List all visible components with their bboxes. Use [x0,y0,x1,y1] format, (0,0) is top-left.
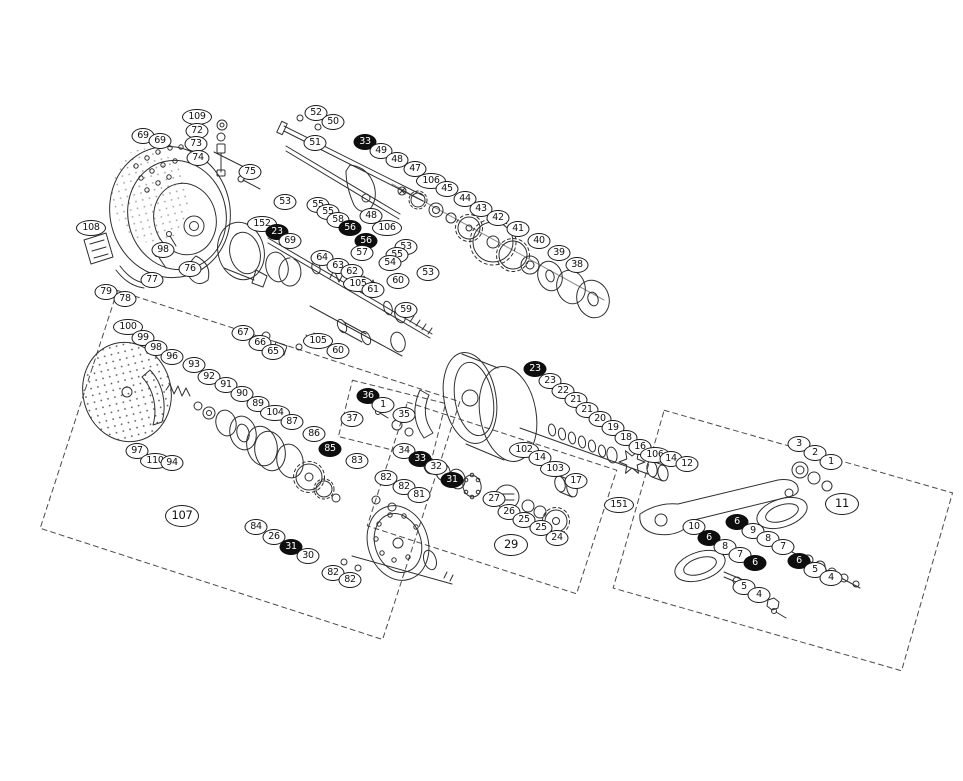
callout-54: 54 [378,255,402,271]
callout-59: 59 [394,302,418,318]
callout-47: 47 [403,161,427,177]
callout-38: 38 [565,257,589,273]
callout-79: 79 [94,284,118,300]
callout-31: 31 [440,472,464,488]
callout-42: 42 [486,210,510,226]
callout-12: 12 [675,456,699,472]
callout-50: 50 [321,114,345,130]
callout-39: 39 [547,245,571,261]
callout-83: 83 [345,453,369,469]
callout-30: 30 [296,548,320,564]
callout-60: 60 [386,273,410,289]
callout-151: 151 [604,497,634,513]
callout-53: 53 [416,265,440,281]
callout-11: 11 [825,493,859,515]
callout-23: 23 [523,361,547,377]
callout-25: 25 [529,520,553,536]
callout-45: 45 [435,181,459,197]
callout-4: 4 [747,587,771,603]
callout-87: 87 [280,414,304,430]
callout-107: 107 [165,505,199,527]
callout-1: 1 [371,397,395,413]
callout-32: 32 [424,459,448,475]
spare-spool [340,495,454,585]
callout-82: 82 [338,572,362,588]
callout-81: 81 [407,487,431,503]
callout-74: 74 [186,150,210,166]
callout-27: 27 [482,491,506,507]
callout-52: 52 [304,105,328,121]
callout-10: 10 [682,519,706,535]
callout-57: 57 [350,245,374,261]
callout-17: 17 [564,473,588,489]
callout-69: 69 [148,133,172,149]
callout-6: 6 [743,555,767,571]
callout-78: 78 [113,291,137,307]
callout-53: 53 [273,194,297,210]
callout-4: 4 [819,570,843,586]
callout-24: 24 [545,530,569,546]
callout-44: 44 [453,191,477,207]
callout-96: 96 [160,349,184,365]
callout-103: 103 [540,461,570,477]
callout-61: 61 [361,282,385,298]
callout-7: 7 [771,539,795,555]
callout-86: 86 [302,426,326,442]
callout-76: 76 [178,261,202,277]
callout-105: 105 [303,333,333,349]
callout-108: 108 [76,220,106,236]
callout-43: 43 [469,201,493,217]
main-spool [442,351,669,482]
callout-40: 40 [527,233,551,249]
callout-90: 90 [230,386,254,402]
callout-48: 48 [385,152,409,168]
brake-unit [82,341,341,503]
callout-84: 84 [244,519,268,535]
callout-94: 94 [160,455,184,471]
callout-35: 35 [392,407,416,423]
callout-77: 77 [140,272,164,288]
callout-106: 106 [372,220,402,236]
callout-85: 85 [318,441,342,457]
callout-51: 51 [303,135,327,151]
callout-98: 98 [151,242,175,258]
callout-65: 65 [261,344,285,360]
callout-60: 60 [326,343,350,359]
callout-41: 41 [506,221,530,237]
callout-67: 67 [231,325,255,341]
callout-37: 37 [340,411,364,427]
callout-93: 93 [182,357,206,373]
callout-69: 69 [278,233,302,249]
callout-56: 56 [338,220,362,236]
callout-1: 1 [819,454,843,470]
assembly-boundary-boxes [39,289,954,672]
callout-26: 26 [262,529,286,545]
callout-75: 75 [238,164,262,180]
callout-82: 82 [374,470,398,486]
frame-drum [109,144,255,281]
callout-31: 31 [279,539,303,555]
side-plate-cluster [217,221,302,288]
callout-29: 29 [494,534,528,556]
callout-48: 48 [359,208,383,224]
spool-support-arm [414,389,434,439]
